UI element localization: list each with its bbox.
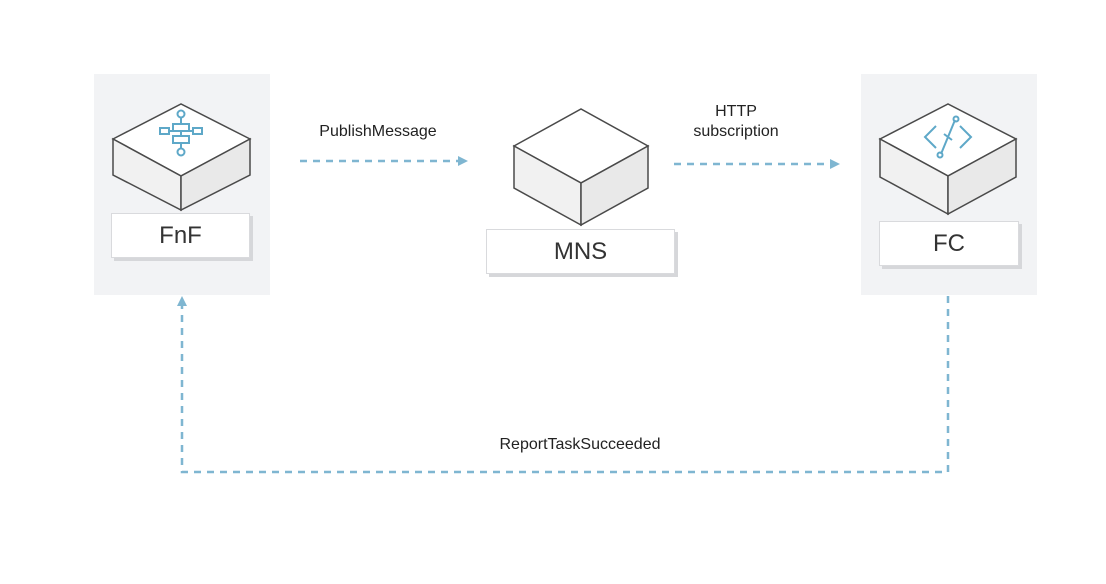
mns-label: MNS [553, 237, 608, 265]
fnf-label: FnF [159, 221, 202, 249]
http-subscription-label: HTTP subscription [676, 102, 796, 142]
report-task-arrow [177, 296, 950, 474]
mns-label-box: MNS [486, 229, 675, 274]
workflow-icon [159, 109, 203, 157]
report-task-succeeded-label: ReportTaskSucceeded [499, 436, 661, 453]
fc-label-box: FC [879, 221, 1019, 266]
fc-cube-icon [878, 103, 1018, 216]
function-compute-icon [923, 115, 973, 159]
mns-cube-icon [512, 108, 650, 227]
fnf-label-box: FnF [111, 213, 250, 258]
http-label-line1: HTTP [715, 103, 757, 120]
fc-label: FC [933, 229, 965, 257]
publish-message-label: PublishMessage [319, 123, 437, 140]
http-label-line2: subscription [693, 123, 779, 140]
fnf-cube-icon [111, 103, 252, 212]
